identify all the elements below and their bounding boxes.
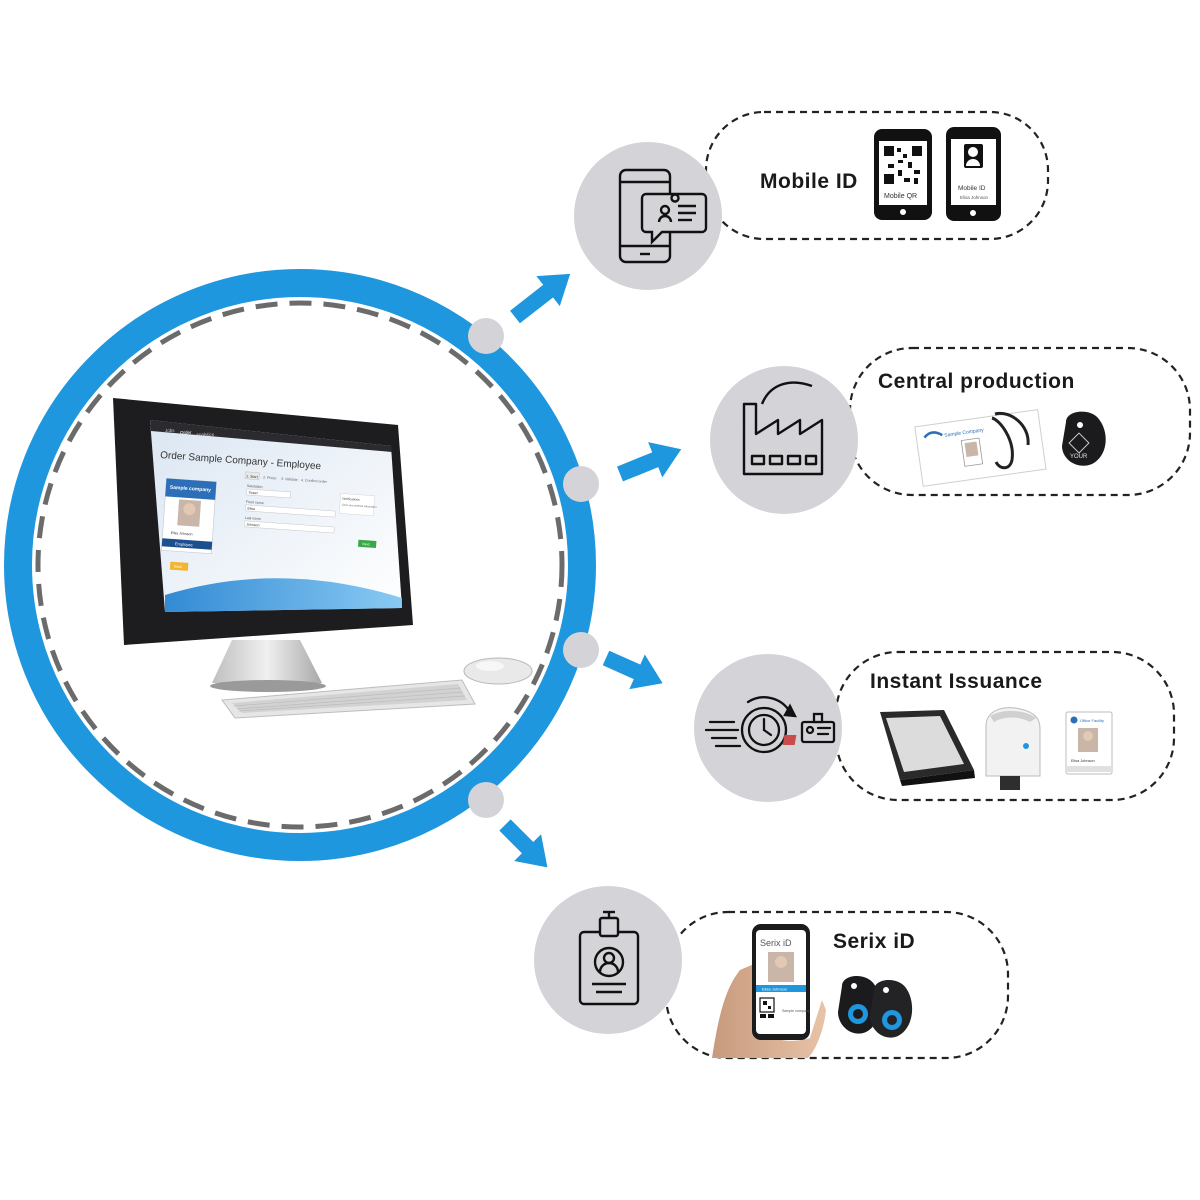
card-printer	[985, 707, 1041, 790]
tablet-terminal	[782, 710, 975, 786]
icon-circle	[534, 886, 682, 1034]
arrow-to-central-production	[617, 442, 682, 482]
arrows	[499, 273, 682, 868]
phone-caption: Mobile ID	[958, 185, 986, 192]
next-button[interactable]	[358, 539, 377, 549]
arrow-to-serix-id	[499, 819, 548, 868]
back-button-label: Back	[174, 564, 182, 569]
order-steps: 1. Start 2. Photo 3. Validate 4. Confirm…	[244, 471, 328, 484]
card-company: Sample company	[170, 485, 212, 494]
node-mobile-id: Mobile ID Mobile QR Mobile ID Elisa John…	[574, 110, 1050, 290]
lanyard	[991, 411, 1030, 470]
arrow-to-mobile-id	[510, 273, 571, 324]
mouse	[463, 657, 533, 685]
phone-holder: Elisa Johnson	[960, 195, 989, 200]
keyboard	[221, 679, 476, 719]
notification-box	[339, 493, 375, 516]
card-preview: Sample company Elisa Johnson Employee	[161, 478, 217, 555]
badge-icon	[578, 910, 640, 1006]
employee-form: Salutation Super Front name Elisa Last n…	[243, 484, 377, 549]
step-tab[interactable]: 4. Confirm order	[301, 478, 328, 484]
hand-holding-phone: Serix iD Elisa Johnson Sample company	[712, 924, 826, 1058]
fast-clock-id-icon	[704, 696, 836, 754]
node-label: Serix iD	[833, 930, 915, 953]
arrow-to-instant-issuance	[602, 650, 663, 690]
ring-nodes	[468, 318, 599, 818]
card-company: Sample Company	[944, 427, 985, 439]
ring-outer	[4, 269, 596, 861]
phone-company: Sample company	[782, 1009, 810, 1013]
icon-circle	[710, 366, 858, 514]
serix-keyfob	[838, 975, 881, 1034]
icon-circle	[694, 654, 842, 802]
mobile-qr-phone: Mobile QR	[874, 129, 932, 220]
back-button[interactable]	[169, 561, 189, 571]
mobile-id-phone: Mobile ID Elisa Johnson	[946, 127, 1001, 221]
card-role: Employee	[175, 541, 194, 547]
last-name-field[interactable]	[243, 520, 335, 534]
phone-holder: Elisa Johnson	[762, 987, 787, 992]
step-tab[interactable]: 1. Start	[246, 474, 258, 479]
id-card: Office Facility Elisa Johnson	[1065, 711, 1113, 775]
step-tab[interactable]: 2. Photo	[263, 476, 277, 481]
smartphone-id-icon	[618, 168, 708, 264]
stand-base	[210, 680, 326, 692]
node-central-production: Central production Sample Company YOUR	[710, 346, 1192, 514]
front-name-field[interactable]	[245, 504, 336, 518]
node-label: Mobile ID	[760, 170, 858, 193]
step-tab[interactable]: 3. Validate	[281, 477, 298, 482]
keyfob: YOUR	[1062, 411, 1106, 466]
card-holder: Elisa Johnson	[171, 531, 193, 537]
menu-item[interactable]: Order	[180, 430, 192, 435]
card-company: Office Facility	[1080, 718, 1104, 723]
monitor-screen: Jobs Order Analytics Order Sample Compan…	[150, 420, 402, 612]
serix-keyfob	[870, 979, 913, 1038]
notification-text: Save your entered information	[342, 503, 377, 509]
field-label: Front name	[246, 500, 264, 505]
ring-node	[563, 632, 599, 668]
salutation-field[interactable]	[246, 488, 291, 499]
field-value: Super	[248, 491, 258, 496]
card-holder: Elisa Johnson	[1071, 759, 1095, 763]
factory-icon	[742, 381, 824, 476]
keyfob-caption: YOUR	[1070, 454, 1088, 460]
phone-caption: Mobile QR	[884, 193, 917, 200]
desktop-computer: Jobs Order Analytics Order Sample Compan…	[113, 398, 533, 719]
field-value: Elisa	[247, 506, 255, 511]
node-label: Instant Issuance	[870, 670, 1043, 693]
node-label: Central production	[878, 370, 1075, 393]
ring-dashed	[35, 300, 565, 830]
ring-node	[563, 466, 599, 502]
field-label: Salutation	[247, 484, 263, 489]
menu-item[interactable]: Analytics	[196, 432, 215, 437]
main-ring	[4, 269, 596, 861]
field-value: Johnson	[246, 522, 260, 527]
ring-node	[468, 782, 504, 818]
menu-item[interactable]: Jobs	[165, 428, 175, 433]
next-button-label: Next	[362, 542, 370, 547]
notification-title: Notifications	[342, 497, 360, 502]
app-title: Serix iD	[760, 938, 792, 948]
ring-node	[468, 318, 504, 354]
node-serix-id: Serix iD Serix iD Elisa Johnson Sample c…	[534, 886, 1010, 1060]
printed-card: Sample Company	[914, 409, 1047, 487]
field-label: Last name	[245, 516, 262, 521]
monitor-stand	[212, 640, 322, 683]
node-instant-issuance: Instant Issuance Office Facility Elisa J…	[694, 650, 1176, 802]
